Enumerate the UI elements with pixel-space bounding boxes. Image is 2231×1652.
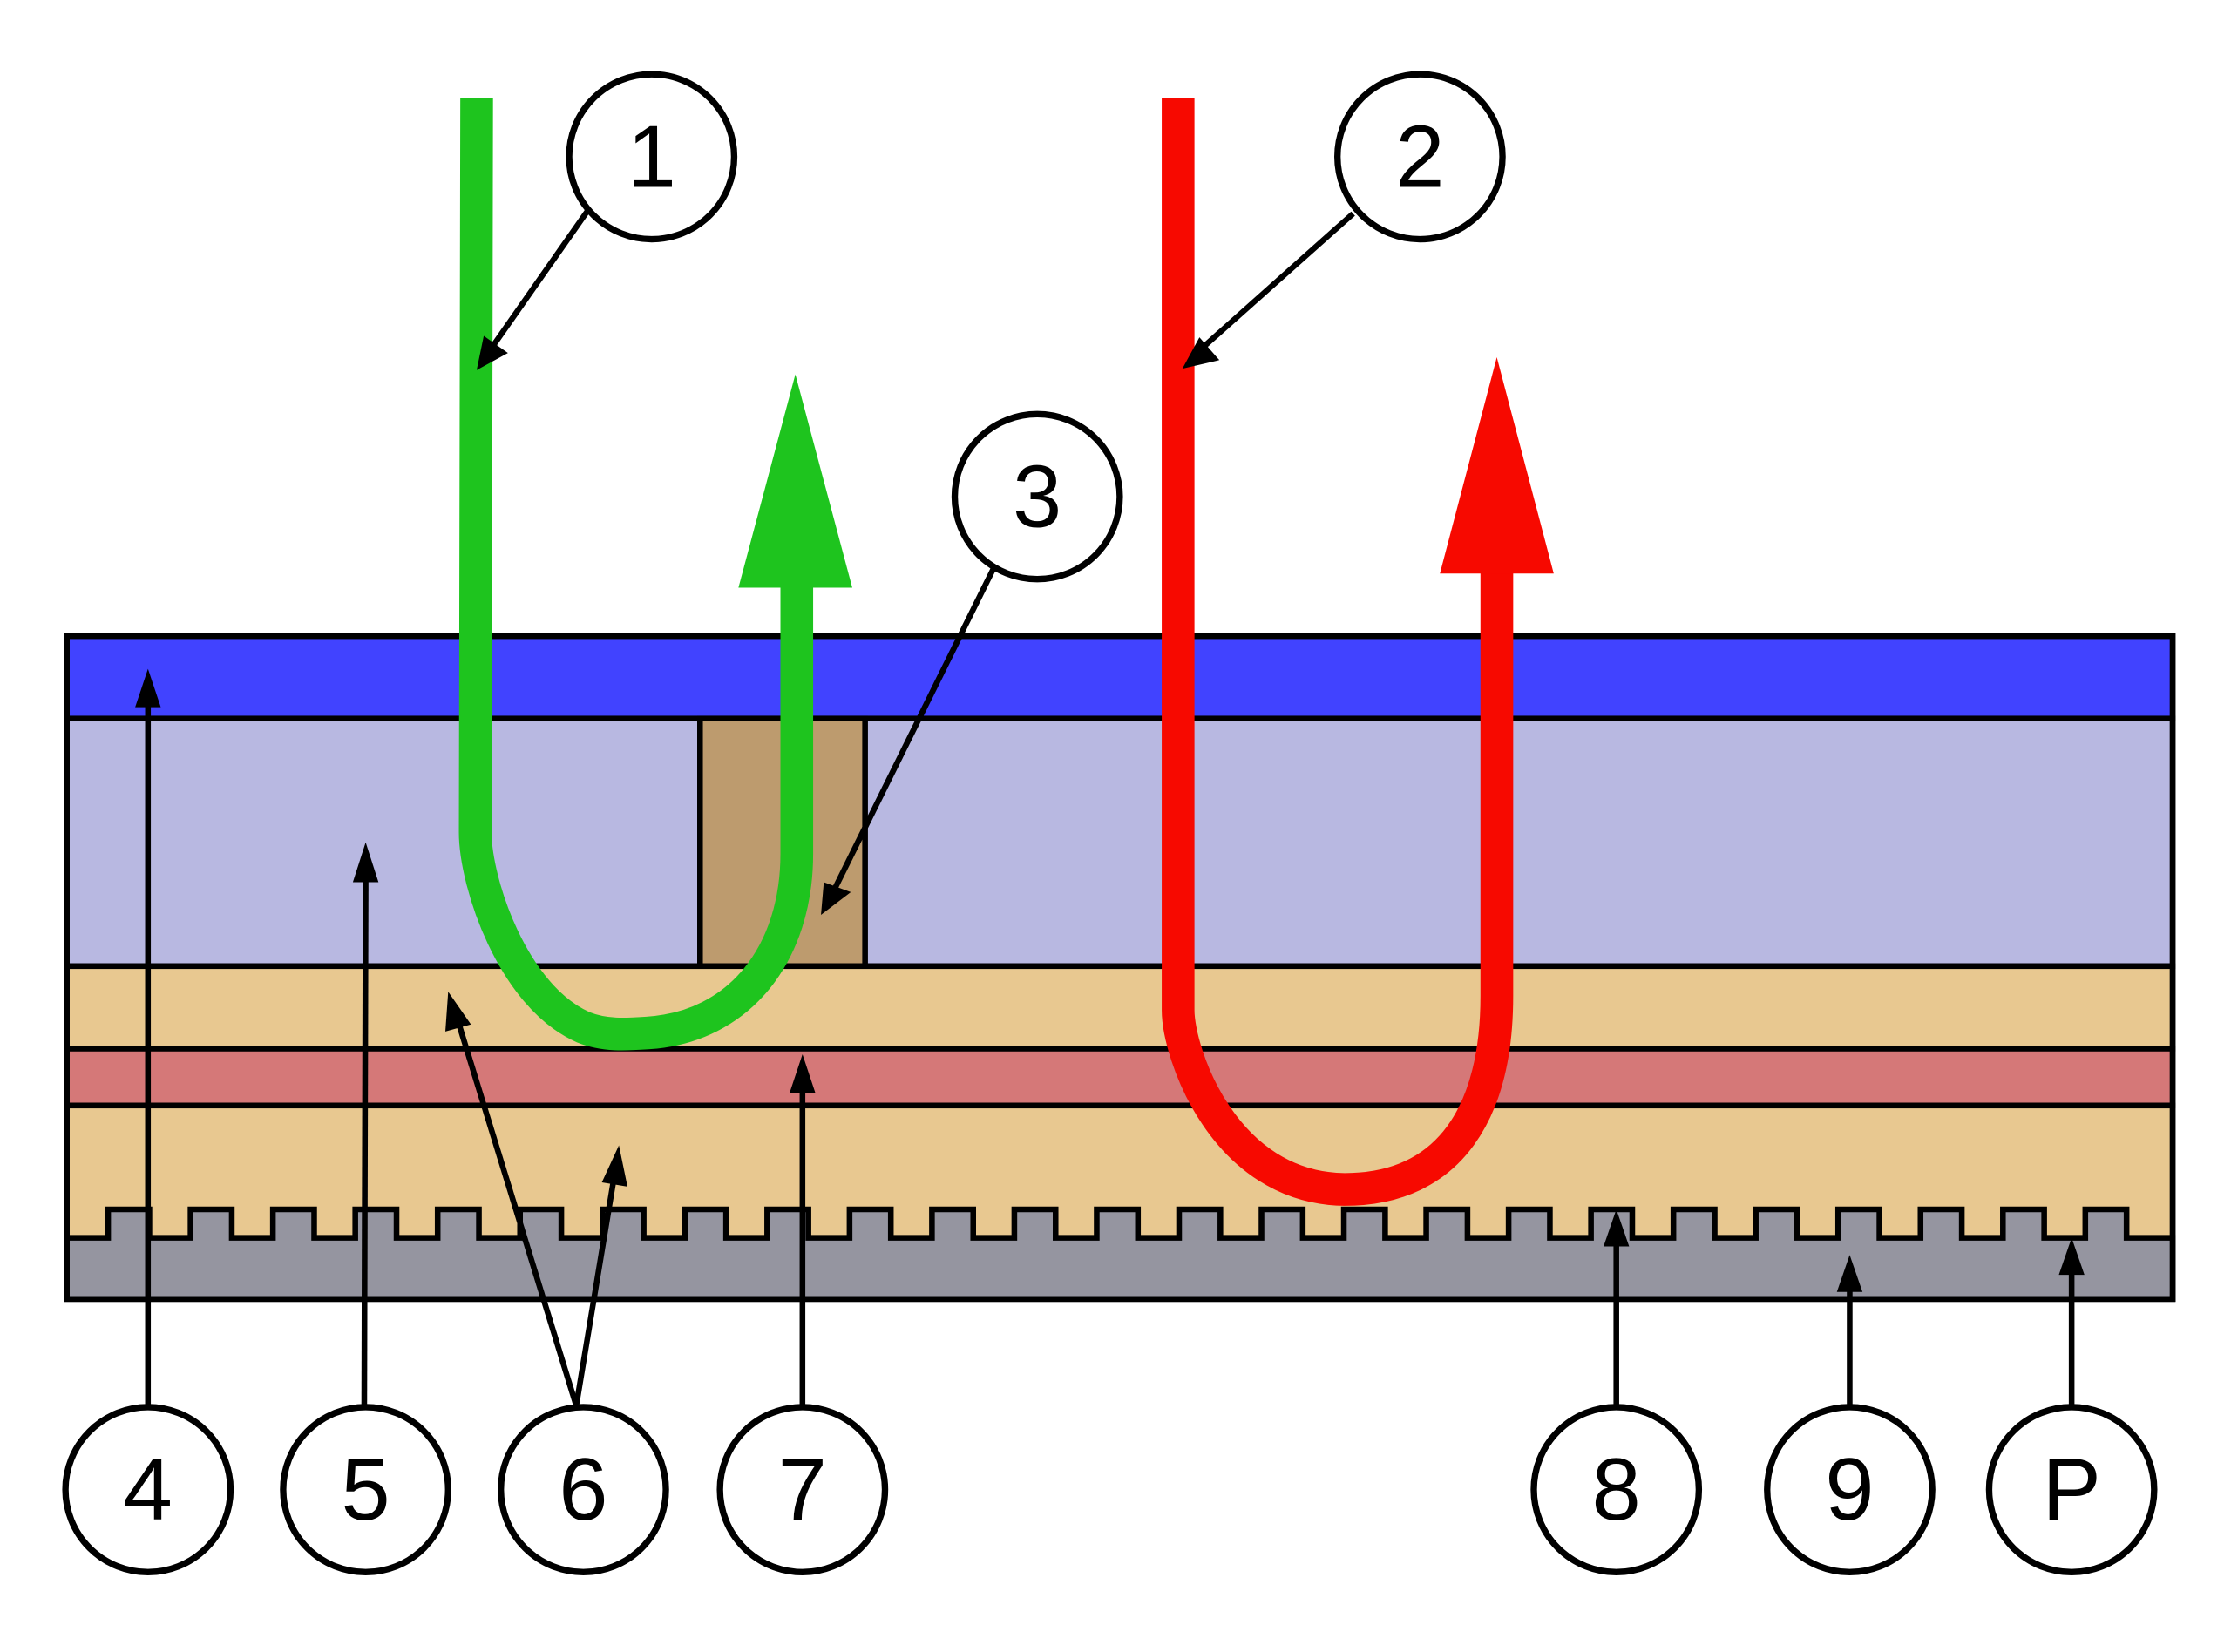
leader-3 — [828, 567, 996, 898]
leader-6b-arrowhead — [601, 1145, 627, 1187]
callout-label-P: P — [2042, 1440, 2101, 1539]
leader-6b — [573, 1173, 618, 1406]
green-arrowhead — [738, 374, 852, 588]
callout-label-5: 5 — [341, 1440, 390, 1539]
leader-3-arrowhead — [821, 882, 851, 916]
leader-8-arrowhead — [1604, 1209, 1630, 1247]
callout-label-7: 7 — [778, 1440, 827, 1539]
frame-outline — [64, 633, 2176, 1303]
green-flow-path — [458, 98, 814, 1051]
green-flow — [458, 98, 852, 1051]
callout-circle-2 — [1334, 71, 1506, 243]
top-layer — [64, 633, 2176, 721]
leader-6a-arrowhead — [445, 992, 471, 1032]
callout-circle-P — [1985, 1404, 2158, 1575]
callout-2: 2 — [1334, 71, 1506, 243]
callout-circle-3 — [951, 410, 1123, 583]
callout-circle-1 — [566, 71, 738, 243]
callout-label-9: 9 — [1825, 1440, 1874, 1539]
red-flow-path — [1162, 98, 1514, 1206]
callout-circle-5 — [280, 1404, 451, 1575]
leader-1-arrowhead — [476, 335, 508, 370]
leader-2-arrowhead — [1182, 337, 1220, 369]
layers — [64, 633, 2176, 1303]
leader-9-arrowhead — [1836, 1255, 1863, 1292]
callout-label-2: 2 — [1395, 107, 1444, 206]
callout-leaders — [135, 209, 2085, 1407]
callout-label-8: 8 — [1592, 1440, 1641, 1539]
callout-P: P — [1985, 1404, 2158, 1575]
callout-3: 3 — [951, 410, 1123, 583]
red-flow — [1162, 98, 1554, 1206]
callout-8: 8 — [1530, 1404, 1703, 1575]
callout-5: 5 — [280, 1404, 451, 1575]
callout-9: 9 — [1764, 1404, 1936, 1575]
callout-label-1: 1 — [627, 107, 676, 206]
callout-1: 1 — [566, 71, 738, 243]
red-arrowhead — [1440, 357, 1554, 574]
callout-circle-6 — [498, 1404, 669, 1575]
pink-layer — [64, 1046, 2176, 1109]
leader-7-arrowhead — [790, 1054, 816, 1093]
leader-2 — [1194, 211, 1355, 355]
leader-5 — [361, 872, 369, 1406]
leader-6a — [455, 1020, 580, 1407]
leader-5-arrowhead — [352, 842, 379, 883]
callout-label-6: 6 — [559, 1440, 607, 1539]
callout-circle-8 — [1530, 1404, 1703, 1575]
callout-6: 6 — [498, 1404, 669, 1575]
callout-4: 4 — [62, 1404, 234, 1575]
base-layer-toothed — [64, 1206, 2176, 1303]
callout-circle-9 — [1764, 1404, 1936, 1575]
leader-1 — [485, 209, 590, 355]
upper-layer — [64, 715, 2176, 970]
callout-circle-7 — [716, 1404, 889, 1575]
callout-label-3: 3 — [1013, 448, 1061, 546]
tan-layer-upper — [64, 963, 2176, 1052]
leader-P-arrowhead — [2058, 1237, 2085, 1276]
callout-circle-4 — [62, 1404, 234, 1575]
leader-4-arrowhead — [135, 668, 161, 708]
callout-label-4: 4 — [124, 1440, 173, 1539]
callout-7: 7 — [716, 1404, 889, 1575]
